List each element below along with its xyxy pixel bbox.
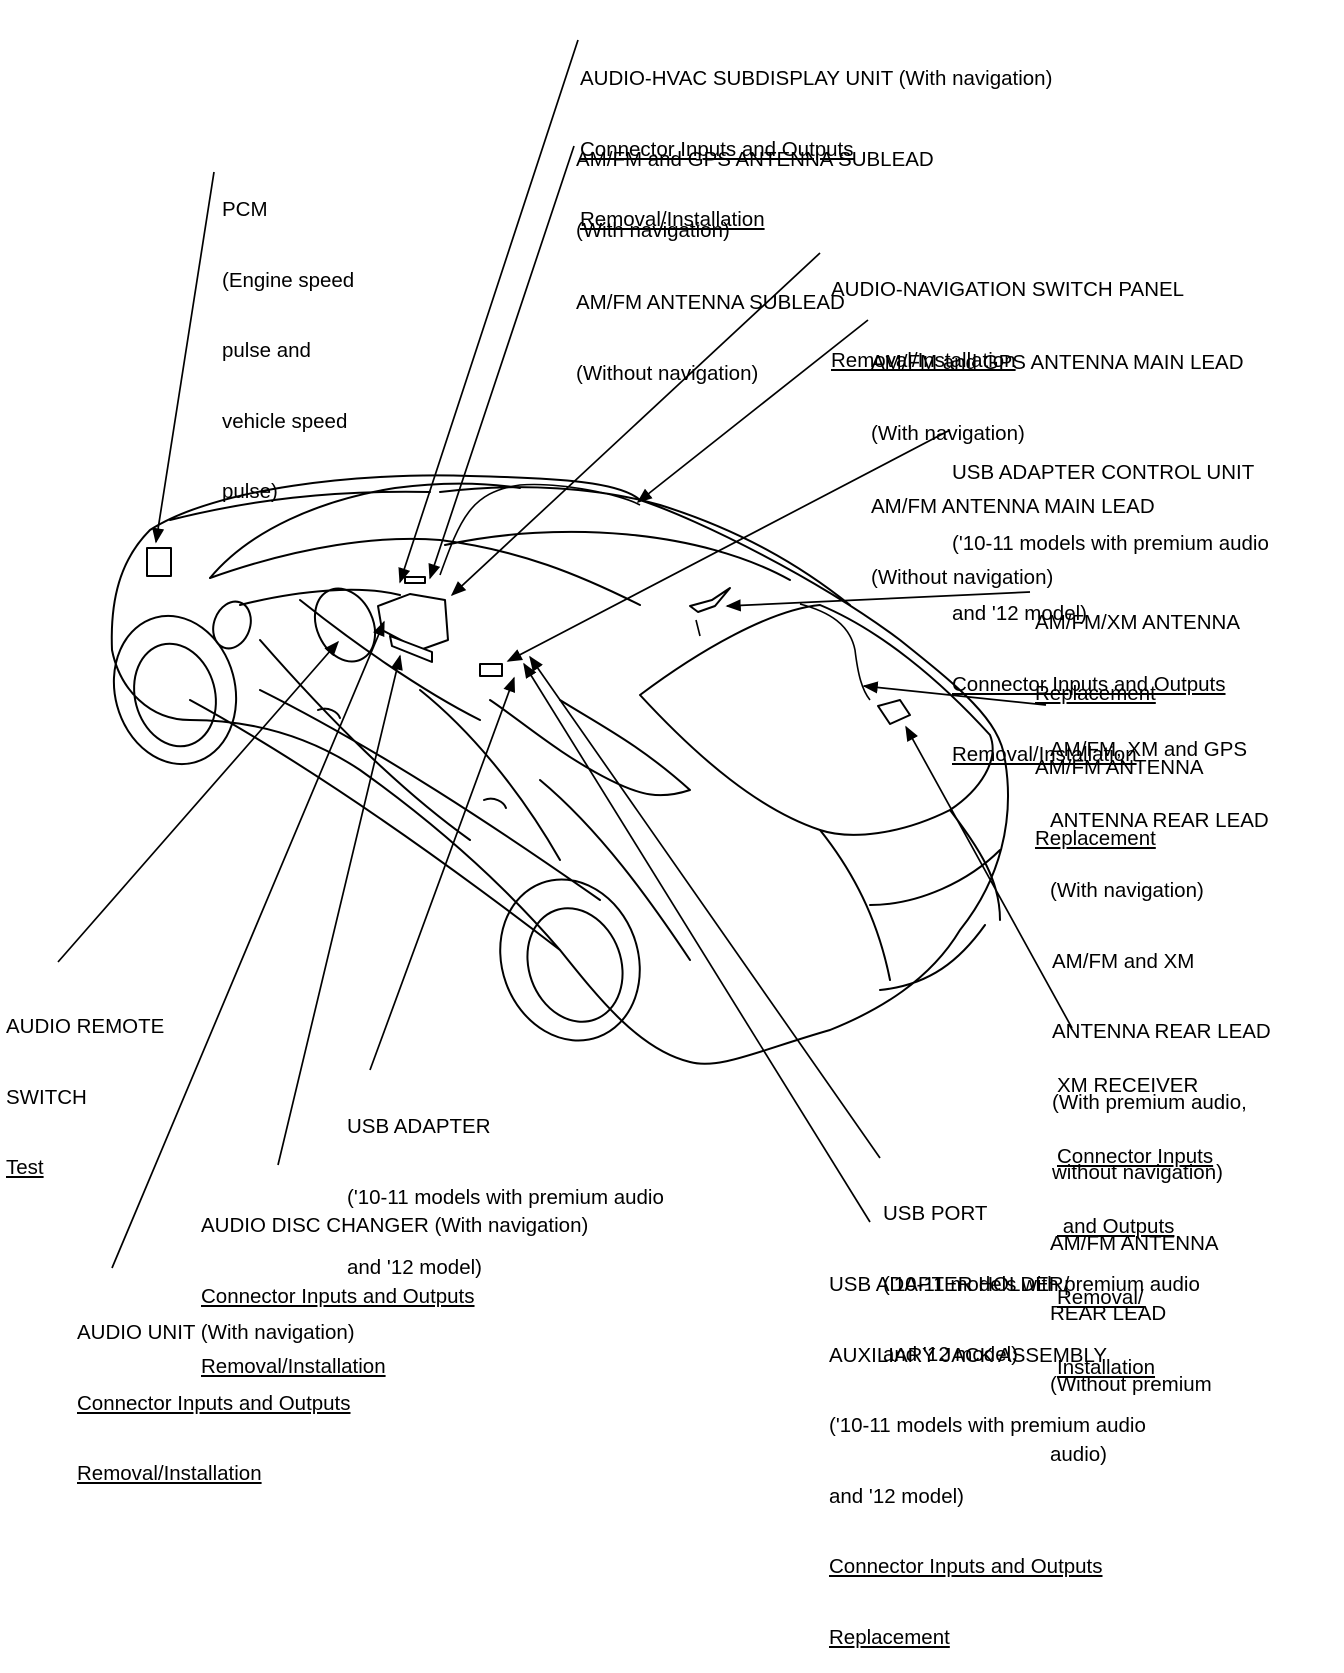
- pcm-box: [146, 547, 172, 577]
- disc-changer-removal-link[interactable]: Removal/Installation: [201, 1355, 386, 1378]
- rear-lead-line-9: REAR LEAD: [1050, 1302, 1167, 1325]
- pcm-line-3: pulse and: [222, 339, 311, 362]
- label-xm-receiver: XM RECEIVER Connector Inputs and Outputs…: [1057, 1027, 1213, 1403]
- audio-unit-connector-link[interactable]: Connector Inputs and Outputs: [77, 1391, 351, 1415]
- pcm-line-1: PCM: [222, 198, 268, 221]
- main-lead-line-4: (Without navigation): [871, 565, 1054, 589]
- label-amfm-xm-antenna: AM/FM/XM ANTENNA Replacement AM/FM ANTEN…: [1035, 564, 1240, 874]
- label-audio-unit: AUDIO UNIT (With navigation) Connector I…: [77, 1274, 355, 1509]
- rear-lead-line-3: (With navigation): [1050, 879, 1204, 902]
- xm-antenna-title: AM/FM/XM ANTENNA: [1035, 611, 1241, 634]
- sublead-line-1: AM/FM and GPS ANTENNA SUBLEAD: [576, 148, 934, 171]
- label-usb-adapter-control-unit: USB ADAPTER CONTROL UNIT ('10-11 models …: [952, 414, 1269, 790]
- pcm-line-5: pulse): [222, 480, 278, 503]
- usb-port-line-2: ('10-11 models with premium audio: [883, 1272, 1200, 1296]
- antenna-cables: [439, 483, 871, 701]
- label-audio-remote-switch: AUDIO REMOTE SWITCH Test: [6, 968, 164, 1203]
- rear-lead-line-2: ANTENNA REAR LEAD: [1050, 808, 1269, 832]
- switch-panel-title: AUDIO-NAVIGATION SWITCH PANEL: [831, 278, 1185, 301]
- usb-control-unit-shape: [479, 663, 503, 677]
- rear-lead-line-10: (Without premium: [1050, 1372, 1212, 1396]
- rear-lead-line-7: without navigation): [1052, 1161, 1223, 1184]
- label-rear-lead: AM/FM, XM and GPS ANTENNA REAR LEAD (Wit…: [1050, 691, 1271, 1490]
- disc-changer-title: AUDIO DISC CHANGER (With navigation): [201, 1214, 589, 1237]
- audio-unit-shape: [377, 593, 449, 651]
- antenna-shape: [689, 587, 731, 613]
- disc-changer-shape: [389, 635, 433, 663]
- label-amfm-gps-main-lead: AM/FM and GPS ANTENNA MAIN LEAD (With na…: [871, 304, 1244, 613]
- label-audio-nav-switch-panel: AUDIO-NAVIGATION SWITCH PANEL Removal/In…: [831, 231, 1184, 396]
- usb-adapter-line-2: ('10-11 models with premium audio: [347, 1185, 664, 1209]
- holder-line-1: USB ADAPTER HOLDER/: [829, 1273, 1070, 1296]
- rear-lead-line-5: ANTENNA REAR LEAD: [1052, 1020, 1271, 1043]
- main-lead-line-3: AM/FM ANTENNA MAIN LEAD: [871, 495, 1155, 518]
- label-usb-adapter-holder: USB ADAPTER HOLDER/ AUXILIARY JACK ASSEM…: [829, 1226, 1146, 1673]
- switch-panel-removal-link[interactable]: Removal/Installation: [831, 348, 1016, 372]
- sublead-line-4: (Without navigation): [576, 361, 759, 385]
- rear-lead-line-1: AM/FM, XM and GPS: [1050, 738, 1248, 761]
- audio-unit-removal-link[interactable]: Removal/Installation: [77, 1462, 262, 1485]
- xm-receiver-connector-link-2[interactable]: and Outputs: [1057, 1215, 1175, 1238]
- pcm-line-4: vehicle speed: [222, 409, 348, 433]
- label-amfm-gps-sublead: AM/FM and GPS ANTENNA SUBLEAD (With navi…: [576, 101, 934, 409]
- remote-switch-line-2: SWITCH: [6, 1085, 87, 1109]
- usb-control-line-1: USB ADAPTER CONTROL UNIT: [952, 461, 1255, 484]
- car-outline: [110, 474, 1009, 1065]
- components: [146, 547, 911, 725]
- xm-antenna-replacement-link[interactable]: Replacement: [1035, 681, 1156, 705]
- label-usb-port: USB PORT ('10-11 models with premium aud…: [883, 1155, 1200, 1390]
- main-lead-line-1: AM/FM and GPS ANTENNA MAIN LEAD: [871, 351, 1244, 374]
- pcm-line-2: (Engine speed: [222, 268, 355, 292]
- label-audio-hvac-subdisplay: AUDIO-HVAC SUBDISPLAY UNIT (With navigat…: [580, 20, 1052, 255]
- xm-receiver-removal-link-2[interactable]: Installation: [1057, 1356, 1156, 1379]
- rear-lead-line-4: AM/FM and XM: [1052, 949, 1195, 973]
- audio-hvac-removal-link[interactable]: Removal/Installation: [580, 208, 765, 231]
- sublead-line-2: (With navigation): [576, 218, 730, 242]
- holder-line-2: AUXILIARY JACK ASSEMBLY: [829, 1343, 1108, 1367]
- disc-changer-connector-link[interactable]: Connector Inputs and Outputs: [201, 1284, 475, 1308]
- remote-switch-test-link[interactable]: Test: [6, 1156, 44, 1179]
- audio-unit-title: AUDIO UNIT (With navigation): [77, 1321, 355, 1344]
- rear-lead-line-6: (With premium audio,: [1052, 1090, 1247, 1114]
- sublead-line-3: AM/FM ANTENNA SUBLEAD: [576, 291, 845, 314]
- holder-line-4: and '12 model): [829, 1484, 964, 1508]
- amfm-antenna-title: AM/FM ANTENNA: [1035, 756, 1204, 779]
- vehicle-diagram: [57, 39, 1073, 1269]
- holder-line-3: ('10-11 models with premium audio: [829, 1414, 1146, 1437]
- xm-receiver-removal-link-1[interactable]: Removal/: [1057, 1285, 1144, 1309]
- usb-control-line-3: and '12 model): [952, 602, 1087, 625]
- audio-hvac-subdisplay-title: AUDIO-HVAC SUBDISPLAY UNIT (With navigat…: [580, 67, 1053, 90]
- label-usb-adapter: USB ADAPTER ('10-11 models with premium …: [347, 1068, 664, 1303]
- usb-control-line-2: ('10-11 models with premium audio: [952, 531, 1269, 555]
- remote-switch-line-1: AUDIO REMOTE: [6, 1015, 165, 1038]
- xm-receiver-title: XM RECEIVER: [1057, 1074, 1199, 1097]
- main-lead-line-2: (With navigation): [871, 421, 1025, 445]
- xm-receiver-shape: [877, 699, 911, 725]
- amfm-antenna-replacement-link[interactable]: Replacement: [1035, 826, 1156, 850]
- usb-adapter-line-3: and '12 model): [347, 1256, 482, 1279]
- audio-hvac-connector-link[interactable]: Connector Inputs and Outputs: [580, 137, 854, 161]
- subdisplay-shape: [404, 576, 426, 584]
- holder-replacement-link[interactable]: Replacement: [829, 1625, 950, 1649]
- leader-lines: [57, 39, 1073, 1269]
- xm-receiver-connector-link-1[interactable]: Connector Inputs: [1057, 1144, 1214, 1168]
- rear-lead-line-8: AM/FM ANTENNA: [1050, 1231, 1219, 1255]
- usb-adapter-line-1: USB ADAPTER: [347, 1115, 491, 1138]
- usb-control-removal-link[interactable]: Removal/Installation: [952, 743, 1137, 766]
- holder-connector-link[interactable]: Connector Inputs and Outputs: [829, 1555, 1103, 1578]
- usb-control-connector-link[interactable]: Connector Inputs and Outputs: [952, 672, 1226, 696]
- usb-port-line-1: USB PORT: [883, 1202, 988, 1225]
- rear-lead-line-11: audio): [1050, 1443, 1107, 1466]
- usb-port-line-3: and '12 model): [883, 1343, 1018, 1366]
- label-audio-disc-changer: AUDIO DISC CHANGER (With navigation) Con…: [201, 1167, 588, 1402]
- label-pcm: PCM (Engine speed pulse and vehicle spee…: [222, 151, 354, 527]
